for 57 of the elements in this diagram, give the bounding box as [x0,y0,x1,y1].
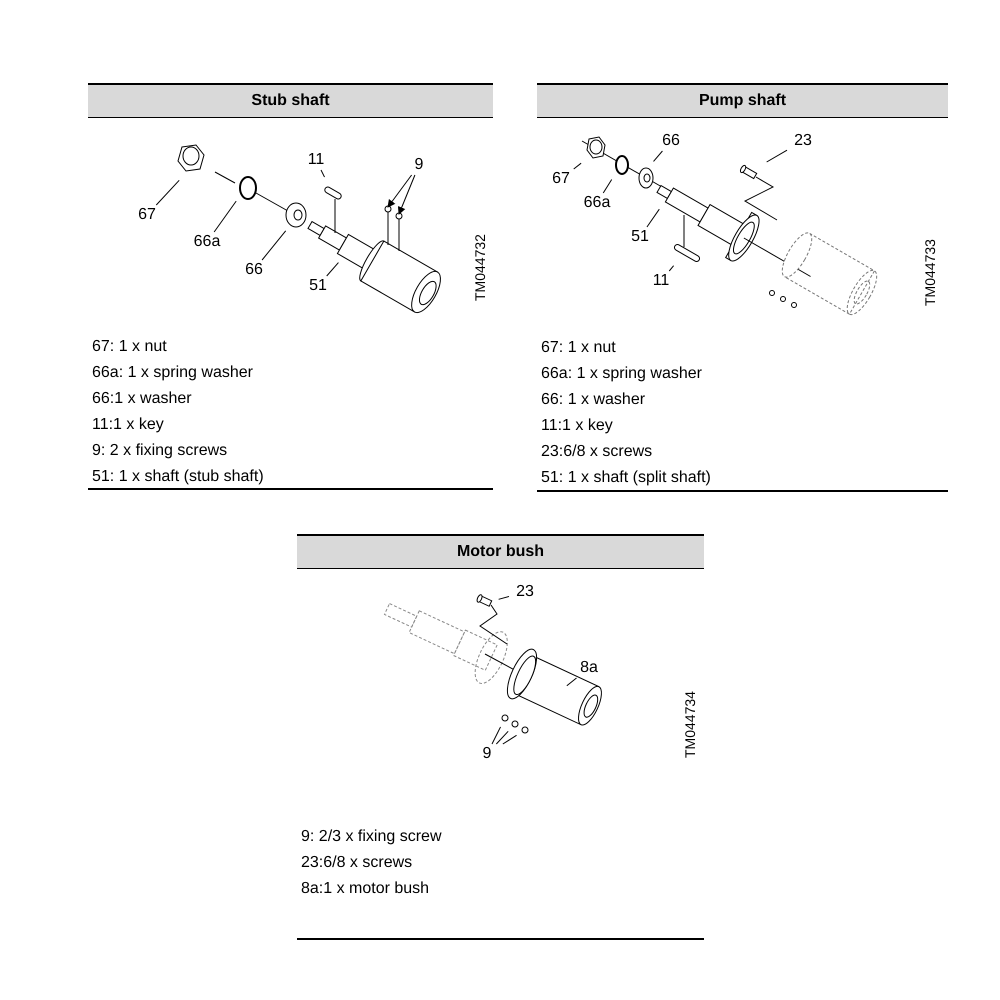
drawing-number: TM044732 [473,233,487,301]
leader-line [646,208,660,228]
leader-line [766,150,788,162]
callout-number: 23 [787,131,819,151]
drawing-number: TM044734 [683,690,697,758]
parts-panel [537,83,948,492]
panel-heading: Stub shaft [88,83,493,118]
callout-number: 66a [581,193,613,213]
parts-list-line: 66a: 1 x spring washer [92,363,254,383]
leader-line [502,734,518,744]
parts-list-line: 67: 1 x nut [541,338,617,358]
callout-number: 11 [300,150,332,170]
parts-list-line: 51: 1 x shaft (split shaft) [541,468,711,488]
leader-line [398,174,416,215]
parts-list-line: 11:1 x key [92,415,165,435]
parts-list-line: 11:1 x key [541,416,614,436]
leader-line [492,726,502,744]
parts-list-line: 67: 1 x nut [92,337,168,357]
callout-number: 23 [509,582,541,602]
callout-number: 66a [191,232,223,252]
leader-line [498,596,510,600]
leader-line [387,174,412,208]
parts-panel [88,83,493,490]
leader-line [326,262,339,276]
parts-list-line: 8a:1 x motor bush [301,879,430,899]
leader-line [156,180,180,206]
parts-list-line: 66:1 x washer [92,389,193,409]
parts-list-line: 66a: 1 x spring washer [541,364,703,384]
callout-number: 51 [624,227,656,247]
parts-panel [297,534,704,940]
panel-heading: Motor bush [297,534,704,569]
callout-number: 9 [471,744,503,764]
callout-number: 51 [302,276,334,296]
callout-number: 66 [655,131,687,151]
callout-number: 8a [573,658,605,678]
callout-number: 9 [403,155,435,175]
callout-number: 11 [645,271,677,291]
leader-line [496,730,509,744]
leader-line [566,678,577,686]
parts-list-line: 66: 1 x washer [541,390,646,410]
leader-line [602,178,612,194]
panel-heading: Pump shaft [537,83,948,118]
parts-list-line: 23:6/8 x screws [301,853,414,873]
callout-number: 66 [238,260,270,280]
leader-line [653,150,663,162]
leader-line [214,200,237,232]
parts-list-line: 9: 2/3 x fixing screw [301,827,442,847]
leader-line [262,230,286,260]
parts-list-line: 23:6/8 x screws [541,442,654,462]
drawing-number: TM044733 [923,238,937,306]
leader-line [668,265,674,272]
parts-list-line: 51: 1 x shaft (stub shaft) [92,467,264,487]
callout-number: 67 [131,205,163,225]
parts-list-line: 9: 2 x fixing screws [92,441,228,461]
callout-number: 67 [545,169,577,189]
leader-line [573,162,582,170]
leader-line [320,170,326,178]
